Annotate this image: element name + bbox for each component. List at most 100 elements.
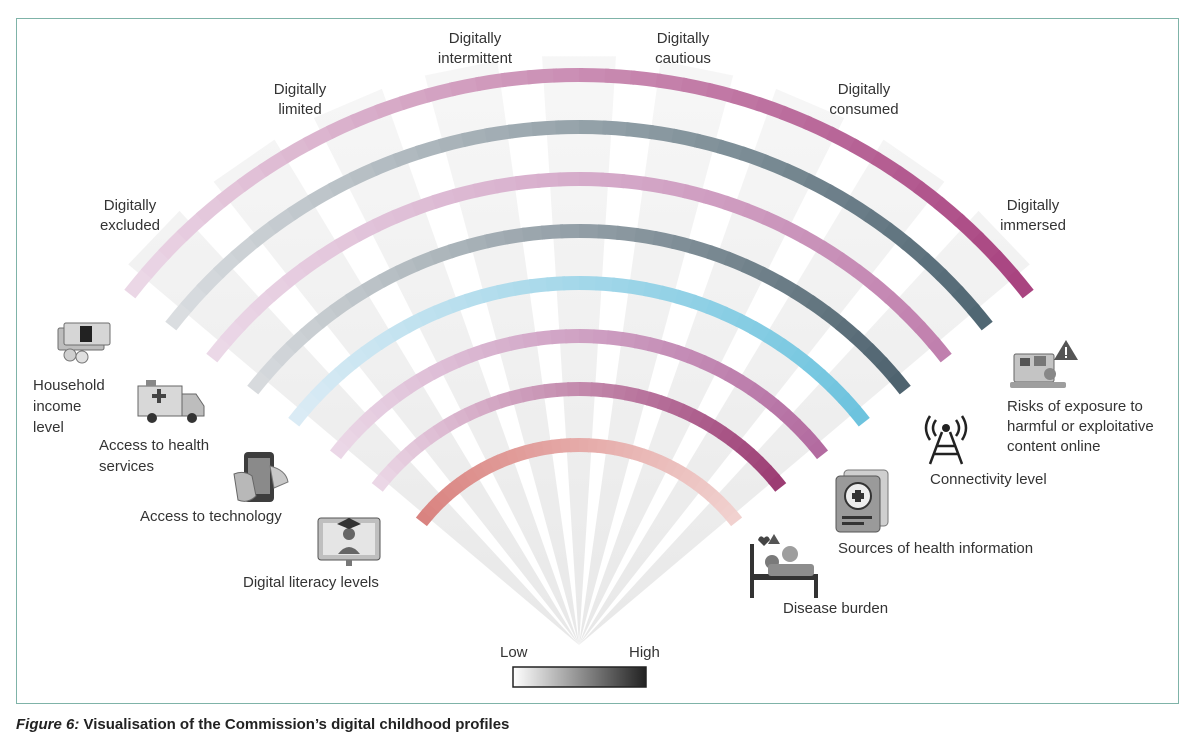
arc-segment xyxy=(395,447,416,467)
arc-segment xyxy=(688,239,714,260)
arc-segment xyxy=(693,478,711,496)
arc-segment xyxy=(415,138,446,160)
dimension-arc xyxy=(415,438,743,527)
arc-segment xyxy=(789,418,811,440)
arc-segment xyxy=(428,495,446,513)
arc-segment xyxy=(447,293,471,314)
arc-segment xyxy=(735,440,756,461)
arc-segment xyxy=(493,175,521,194)
arc-segment xyxy=(604,68,636,85)
arc-segment xyxy=(479,284,502,304)
arc-segment xyxy=(826,380,850,404)
arc-segment xyxy=(333,228,363,253)
arc-segment xyxy=(599,172,626,189)
arc-segment xyxy=(540,224,564,240)
arc-segment xyxy=(321,367,346,391)
arc-segment xyxy=(802,358,826,382)
arc-segment xyxy=(634,388,652,406)
arc-segment xyxy=(601,383,617,399)
arc-segment xyxy=(757,266,784,290)
arc-segment xyxy=(508,388,525,406)
arc-segment xyxy=(545,276,566,292)
arc-segment xyxy=(623,386,641,403)
arc-segment xyxy=(686,349,707,369)
arc-segment xyxy=(606,330,625,347)
arc-segment xyxy=(789,347,814,371)
sick-bed-icon xyxy=(750,534,818,598)
arc-segment xyxy=(543,382,559,399)
arc-segment xyxy=(437,132,468,153)
arc-segment xyxy=(507,333,527,351)
arc-segment xyxy=(394,257,421,280)
arc-segment xyxy=(423,81,457,103)
arc-segment xyxy=(307,182,338,208)
arc-segment xyxy=(719,306,744,328)
arc-segment xyxy=(671,128,701,148)
arc-segment xyxy=(387,319,412,342)
arc-segment xyxy=(735,374,757,396)
arc-segment xyxy=(371,209,400,233)
arc-segment xyxy=(711,360,733,381)
label-disease-burden: Disease burden xyxy=(783,600,888,617)
arc-segment xyxy=(264,275,293,302)
arc-segment xyxy=(587,438,600,453)
arc-segment xyxy=(531,120,560,137)
arc-segment xyxy=(713,496,731,514)
arc-segment xyxy=(479,458,496,476)
dimension-arc xyxy=(247,223,911,395)
arc-segment xyxy=(738,146,769,169)
profile-ray xyxy=(542,56,616,645)
arc-segment xyxy=(360,273,387,297)
arc-segment xyxy=(391,381,413,402)
arc-segment xyxy=(432,419,452,439)
arc-segment xyxy=(776,338,801,361)
arc-segment xyxy=(615,225,640,243)
arc-segment xyxy=(633,334,653,352)
label-health-information: Sources of health information xyxy=(838,540,1033,557)
legend-high-label: High xyxy=(629,644,660,661)
dimension-arcs xyxy=(124,68,1034,527)
arc-segment xyxy=(622,443,637,460)
arc-segment xyxy=(369,397,391,420)
arc-segment xyxy=(773,275,800,299)
arc-segment xyxy=(689,294,713,315)
arc-segment xyxy=(555,382,570,398)
arc-segment xyxy=(754,96,788,121)
arc-segment xyxy=(471,462,488,480)
arc-segment xyxy=(780,219,809,244)
arc-segment xyxy=(590,382,605,398)
arc-segment xyxy=(514,445,529,462)
dimension-arc xyxy=(371,381,787,492)
arc-segment xyxy=(299,315,326,341)
label-digital-literacy: Digital literacy levels xyxy=(243,574,379,591)
arc-segment xyxy=(555,120,583,135)
arc-segment xyxy=(463,288,487,308)
arc-segment xyxy=(339,427,361,449)
antenna-tower-icon xyxy=(924,415,968,465)
arc-segment xyxy=(503,227,527,245)
arc-segment xyxy=(825,126,859,153)
arc-segment xyxy=(1006,269,1034,299)
arc-segment xyxy=(463,402,482,422)
arc-segment xyxy=(521,331,541,348)
arc-segment xyxy=(647,451,663,469)
arc-segment xyxy=(620,173,647,191)
arc-segment xyxy=(206,334,233,363)
arc-segment xyxy=(719,503,738,521)
arc-segment xyxy=(374,95,408,119)
arc-segment xyxy=(802,173,834,199)
arc-segment xyxy=(705,82,739,104)
arc-segment xyxy=(648,124,678,144)
arc-segment xyxy=(630,70,662,88)
arc-segment xyxy=(933,196,966,227)
arc-segment xyxy=(645,391,663,410)
arc-segment xyxy=(417,305,441,326)
arc-segment xyxy=(404,439,424,459)
arc-segment xyxy=(686,472,704,491)
